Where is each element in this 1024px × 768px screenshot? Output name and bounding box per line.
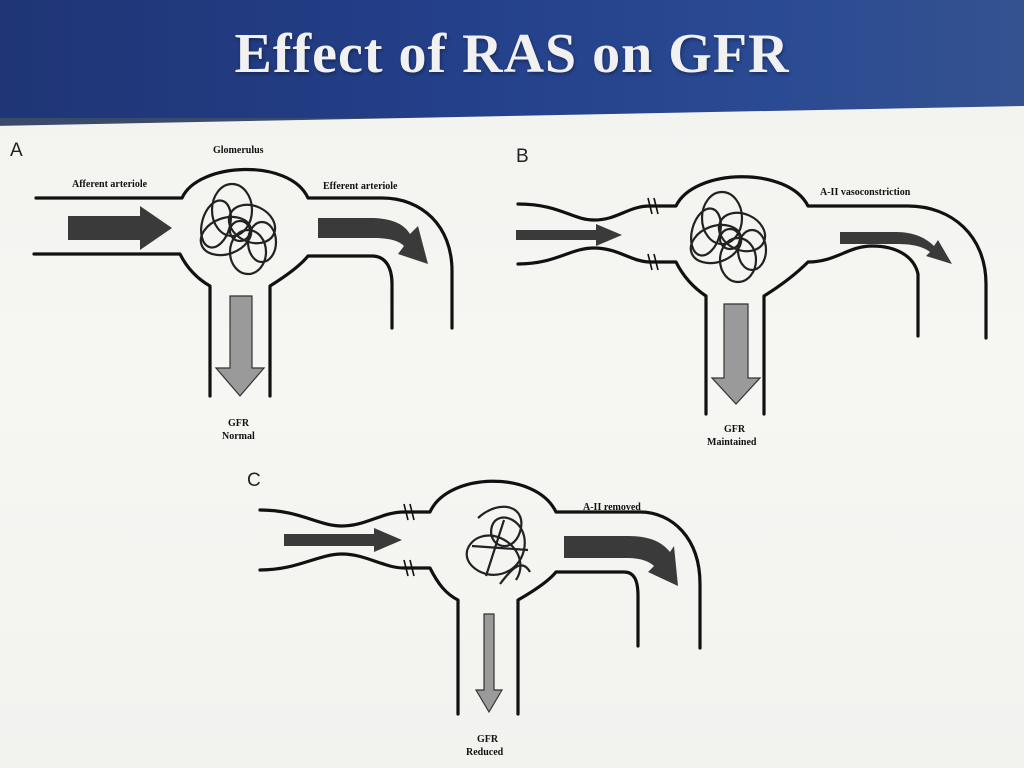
panel-b: B A-II vasoconstriction GFR Maintained (516, 146, 988, 448)
panel-c-filtration-arrow (474, 613, 504, 714)
panel-c-break-mark-top (403, 503, 415, 521)
panel-a-efferent-flow-arrow (318, 218, 428, 264)
panel-c: C A-II removed GFR Reduced (247, 470, 702, 758)
panel-a-afferent-wall-top (34, 167, 454, 330)
panel-c-afferent-wall-top (258, 479, 702, 650)
panel-b-afferent-wall-bottom (516, 246, 708, 416)
title-banner (0, 0, 1024, 118)
panel-b-afferent-flow-arrow (516, 224, 622, 246)
panel-a-gfr-state: Normal (222, 431, 255, 442)
panel-b-break-mark-bottom (647, 253, 659, 271)
panel-c-afferent-wall-bottom (258, 552, 460, 716)
slide-title: Effect of RAS on GFR (234, 23, 790, 85)
panel-b-gfr-label: GFR (724, 424, 746, 435)
panel-a-filtration-arrow (214, 295, 266, 397)
panel-c-efferent-label: A-II removed (583, 502, 641, 513)
panel-c-gfr-state: Reduced (466, 747, 504, 758)
panel-b-gfr-state: Maintained (707, 437, 757, 448)
panel-b-efferent-wall-bottom (762, 244, 920, 416)
afferent-arteriole-label: Afferent arteriole (72, 179, 148, 190)
ras-gfr-diagram: A Glomerulus Afferent arteriole Efferent… (10, 140, 988, 758)
panel-c-efferent-wall-bottom (516, 570, 640, 716)
panel-c-glomerular-tuft (465, 505, 531, 585)
panel-b-efferent-label: A-II vasoconstriction (820, 187, 911, 198)
efferent-arteriole-label: Efferent arteriole (323, 181, 398, 192)
panel-c-afferent-flow-arrow (284, 528, 402, 552)
panel-a: A Glomerulus Afferent arteriole Efferent… (10, 140, 454, 442)
panel-b-break-mark-top (647, 197, 659, 215)
panel-b-letter: B (516, 146, 529, 167)
panel-b-glomerular-tuft (689, 190, 768, 284)
panel-c-efferent-flow-arrow (564, 536, 678, 586)
panel-a-letter: A (10, 140, 23, 161)
panel-a-efferent-wall-bottom (268, 254, 394, 398)
panel-a-afferent-flow-arrow (68, 206, 172, 250)
glomerulus-label: Glomerulus (213, 145, 264, 156)
panel-a-afferent-wall-bottom (32, 252, 212, 398)
panel-b-efferent-flow-arrow (840, 232, 952, 264)
diagram-paper (0, 106, 1024, 768)
panel-c-break-mark-bottom (403, 559, 415, 577)
panel-b-afferent-wall-top (516, 175, 988, 340)
panel-c-gfr-label: GFR (477, 734, 499, 745)
panel-c-letter: C (247, 470, 261, 491)
panel-b-filtration-arrow (710, 303, 762, 405)
panel-a-gfr-label: GFR (228, 418, 250, 429)
panel-a-glomerular-tuft (199, 182, 278, 276)
